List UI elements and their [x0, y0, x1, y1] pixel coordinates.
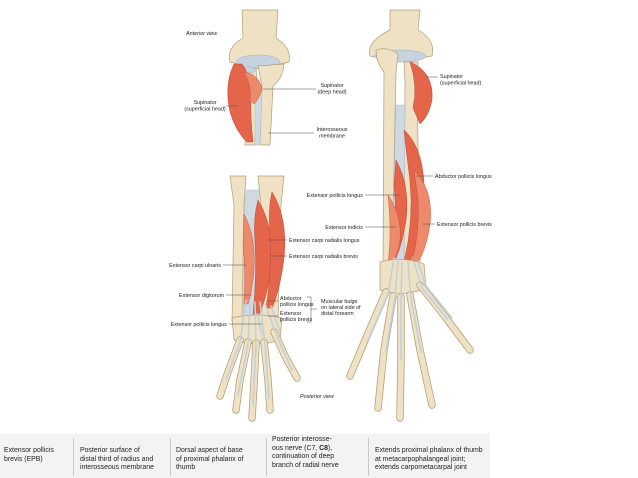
supinator-deep-label-2: (deep head): [317, 90, 346, 96]
fingers-left: [216, 328, 301, 422]
tendon: [417, 261, 453, 319]
origin-cell: Posterior surface of distal third of rad…: [80, 447, 154, 473]
action-line: extends carpometacarpal joint: [375, 464, 467, 472]
extensor-indicis-label: Extensor indicis: [325, 225, 363, 231]
tendon: [270, 305, 281, 333]
muscular-bulge-bracket: [307, 296, 317, 323]
tendon: [400, 261, 403, 361]
insertion-line: Dorsal aspect of base: [176, 447, 243, 454]
extensor-indicis-muscle: [387, 194, 401, 263]
anterior-elbow-figure: [227, 9, 290, 146]
column-divider: [170, 438, 171, 476]
ecrl-label: Extensor carpi radialis longus: [289, 238, 360, 244]
muscle-line: brevis (EPB): [4, 455, 43, 463]
interosseous-membrane-label-2: membrane: [319, 134, 345, 140]
supinator-superficial-right-label-2: (superficial head): [440, 81, 482, 87]
posterior-forearm-hand-figure: [216, 175, 301, 422]
action-cell: Extends proximal phalanx of thumb at met…: [375, 447, 483, 473]
extensor-pollicis-brevis-muscle: [411, 169, 431, 263]
anterior-view-label: Anterior view: [185, 31, 218, 37]
ecu-label: Extensor carpi ulnaris: [169, 263, 221, 269]
muscular-bulge-label: Muscular bulge: [321, 299, 358, 305]
origin-line: distal third of radius and: [80, 455, 154, 463]
epb-left-label: Extensor: [280, 311, 301, 317]
supinator-superficial-right-label: Supinator: [440, 74, 463, 80]
supinator-deep-head-anterior: [243, 71, 263, 105]
fingers-right: [346, 281, 474, 422]
little-finger: [347, 289, 389, 379]
origin-line: interosseous membrane: [80, 464, 154, 472]
posterior-view-figure: [346, 9, 474, 422]
leader-lines: [223, 76, 438, 325]
spinal-level-bold: C8: [319, 444, 328, 452]
innervation-text: ),: [327, 444, 333, 452]
interosseous-membrane-label: Interosseous: [317, 127, 348, 133]
tendon: [407, 261, 422, 353]
ring-finger: [375, 293, 396, 411]
supinator-superficial-left-label-2: (superficial head): [184, 107, 226, 113]
column-divider: [266, 438, 267, 476]
muscle-line: Extensor pollicis: [4, 447, 54, 454]
tendon: [367, 257, 395, 341]
tendon: [259, 301, 270, 399]
supinator-deep-label: Supinator: [320, 83, 343, 89]
innervation-cell: Posterior interosse- ous nerve (C7, C8),…: [272, 436, 339, 470]
extensor-pollicis-longus-right-label: Extensor pollicis longus: [307, 193, 364, 199]
innervation-line: branch of radial nerve: [272, 461, 339, 469]
insertion-line: of proximal phalanx of: [176, 455, 244, 463]
innervation-line: ous nerve (C7, C8),: [272, 445, 339, 454]
tendon: [385, 259, 399, 353]
extensor-digitorum-label: Extensor digitorum: [179, 293, 224, 299]
supinator-superficial-left-label: Supinator: [193, 100, 216, 106]
muscle-cell: Extensor pollicis brevis (EPB): [4, 447, 54, 464]
apl-left-label-2: pollicis longus: [280, 302, 314, 308]
table-row: [0, 434, 490, 478]
action-line: Extends proximal phalanx of thumb: [375, 447, 483, 454]
column-divider: [368, 438, 369, 476]
ecrb-label: Extensor carpi radialis brevis: [289, 254, 358, 260]
extensor-tendons-left: [225, 299, 293, 406]
origin-line: Posterior surface of: [80, 447, 140, 454]
epl-left-label: Extensor pollicis longus: [171, 322, 228, 328]
labels: Anterior view Supinator (deep head) Supi…: [169, 31, 492, 400]
tendon: [252, 301, 257, 406]
tendon: [265, 305, 293, 371]
column-divider: [73, 438, 74, 476]
innervation-line: continuation of deep: [272, 453, 335, 461]
tendon: [225, 299, 247, 381]
abductor-pollicis-longus-right-label: Abductor pollicis longus: [435, 174, 492, 180]
tendon: [413, 261, 449, 321]
posterior-view-label: Posterior view: [300, 394, 335, 400]
muscular-bulge-label-2: on lateral side of: [321, 305, 361, 311]
action-line: at metacarpophalangeal joint;: [375, 455, 466, 463]
muscular-bulge-label-3: distal forearm: [321, 311, 354, 317]
innervation-line: Posterior interosse-: [272, 436, 332, 443]
insertion-cell: Dorsal aspect of base of proximal phalan…: [176, 447, 243, 473]
supinator-superficial-head-posterior: [409, 61, 433, 125]
apl-left-label: Abductor: [280, 296, 302, 302]
extensor-pollicis-brevis-right-label: Extensor pollicis brevis: [437, 222, 492, 228]
epb-left-label-2: pollicis brevis: [280, 317, 312, 323]
extensor-tendons-right: [367, 257, 453, 361]
ulna-proximal: [257, 63, 285, 146]
insertion-line: thumb: [176, 464, 196, 472]
extensor-carpi-radialis-longus-muscle: [265, 191, 286, 309]
extensor-digitorum-muscle: [242, 213, 255, 305]
tendon: [237, 301, 251, 396]
innervation-text: ous nerve (C7,: [272, 444, 320, 452]
